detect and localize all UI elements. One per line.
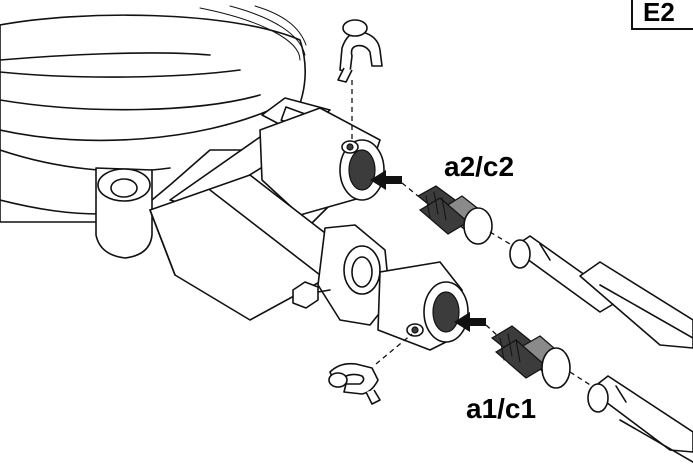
step-tag: E2 — [643, 0, 675, 27]
lower-socket — [377, 261, 469, 351]
lower-quick-connector — [490, 325, 571, 389]
lower-axis-line — [485, 324, 501, 339]
lower-clamp-block — [292, 224, 391, 326]
lower-hose — [587, 375, 693, 463]
step-tag-box: E2 — [631, 0, 693, 30]
upper-retaining-clip — [337, 19, 383, 83]
upper-connector-label: a2/c2 — [444, 151, 515, 182]
upper-socket — [259, 107, 385, 216]
lower-retaining-clip — [328, 362, 381, 405]
lower-connector-label: a1/c1 — [466, 393, 537, 424]
upper-hose — [509, 235, 693, 349]
upper-axis-line — [401, 182, 419, 197]
lower-clip-guide-line — [375, 333, 413, 365]
lower-insert-arrow — [454, 312, 486, 332]
mounting-boss — [95, 167, 153, 259]
upper-insert-arrow — [370, 170, 402, 190]
upper-quick-connector — [416, 185, 493, 245]
